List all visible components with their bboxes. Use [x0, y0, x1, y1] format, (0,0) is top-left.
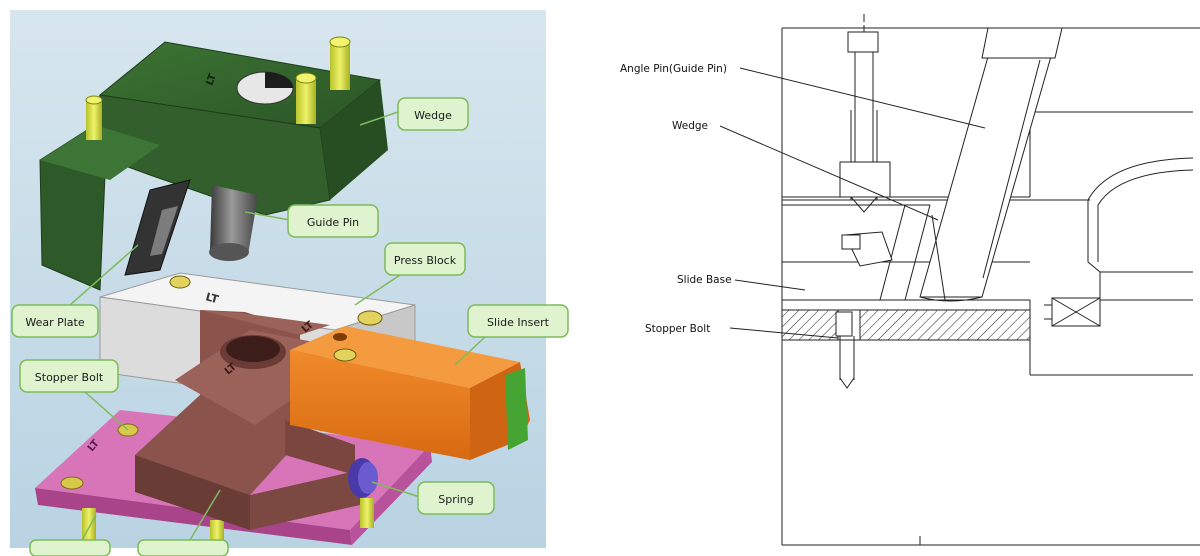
leader-slide-base	[734, 279, 806, 291]
label-slide-base: Slide Base	[677, 274, 732, 286]
label-wedge: Wedge	[672, 120, 708, 132]
label-stopper-bolt: Stopper Bolt	[645, 323, 710, 335]
wedge-mark: LT	[204, 72, 218, 87]
callout-partial-bottom	[29, 489, 229, 556]
section-drawing	[719, 14, 1200, 546]
callout-slide-insert: Slide Insert	[454, 304, 569, 366]
callout-guide-pin-label: Guide Pin	[307, 216, 359, 229]
callout-wear-plate: Wear Plate	[11, 244, 139, 338]
callout-guide-pin: Guide Pin	[244, 204, 379, 238]
callout-spring-label: Spring	[438, 493, 474, 506]
spring	[348, 458, 378, 498]
callout-press-block: Press Block	[354, 242, 466, 306]
leader-stopper-bolt	[729, 327, 839, 339]
label-angle-pin: Angle Pin(Guide Pin)	[620, 63, 727, 75]
callout-wear-plate-label: Wear Plate	[25, 316, 85, 329]
slide-insert	[290, 326, 530, 460]
press-block-mark: LT	[204, 290, 220, 306]
callout-stopper-bolt: Stopper Bolt	[19, 359, 129, 431]
callout-wedge-label: Wedge	[414, 109, 452, 122]
leader-wedge	[719, 125, 939, 221]
leader-angle-pin	[739, 67, 986, 129]
callout-stopper-bolt-label: Stopper Bolt	[35, 371, 104, 384]
callout-wedge: Wedge	[359, 97, 469, 131]
callout-press-block-label: Press Block	[394, 254, 457, 267]
exploded-3d-view: LT LT LT LT	[10, 10, 569, 556]
callout-slide-insert-label: Slide Insert	[487, 316, 550, 329]
callout-spring: Spring	[371, 481, 495, 515]
drawing-labels: Angle Pin(Guide Pin) Wedge Slide Base St…	[620, 63, 732, 335]
wedge-part: LT	[39, 36, 388, 291]
